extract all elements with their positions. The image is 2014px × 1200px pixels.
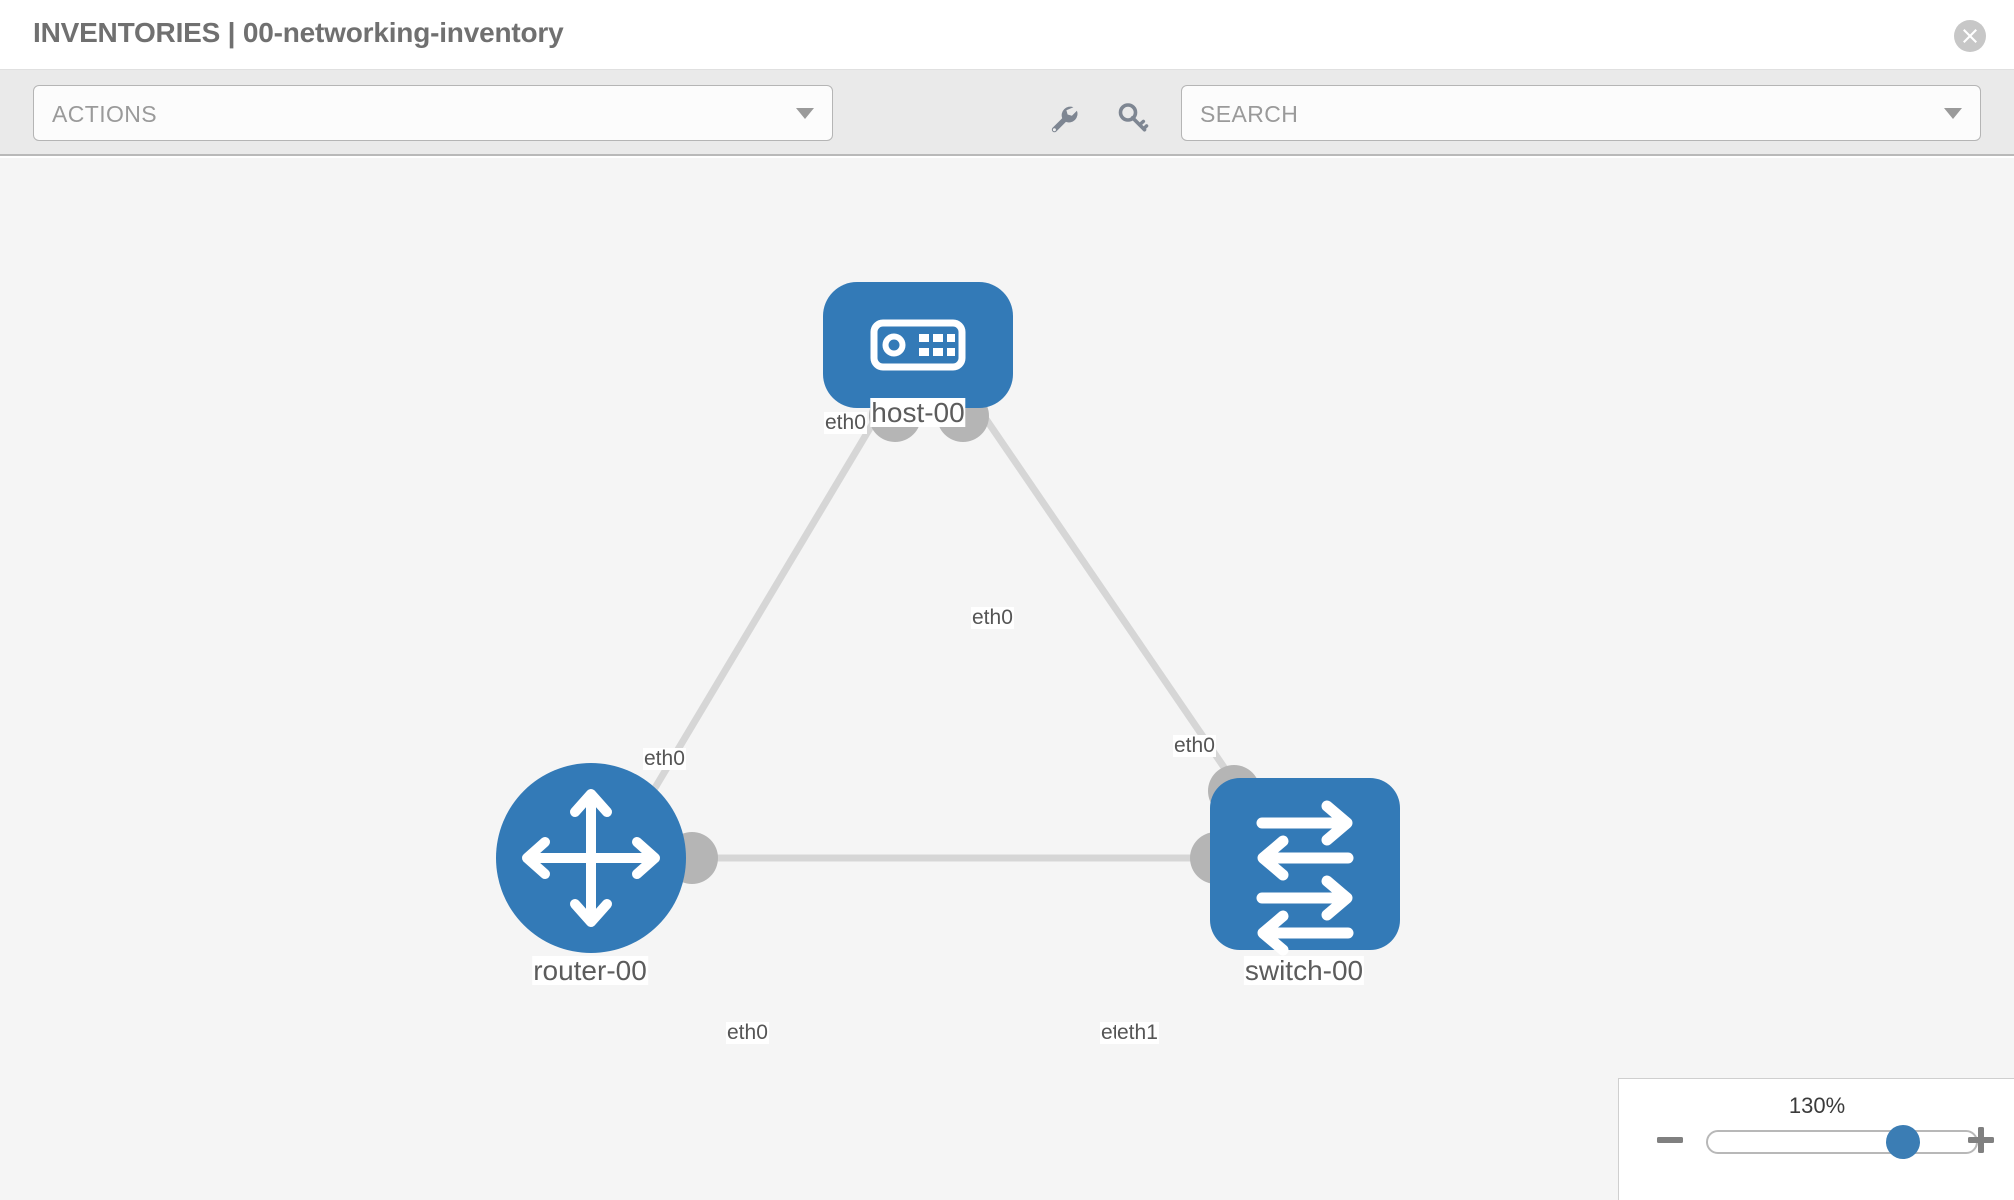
actions-dropdown[interactable]: ACTIONS: [33, 85, 833, 141]
plus-icon[interactable]: [1964, 1123, 1998, 1157]
app-header: INVENTORIES | 00-networking-inventory: [0, 0, 2014, 70]
topology-graph[interactable]: [0, 158, 2014, 1200]
zoom-slider-thumb[interactable]: [1886, 1125, 1920, 1159]
search-input[interactable]: [1200, 98, 1900, 130]
iface-label-switch00-to-router00[interactable]: eth1: [1116, 1021, 1159, 1045]
plus-glyph: [1968, 1127, 1994, 1153]
topology-canvas[interactable]: host-00 router-00 switch-00 eth0 eth0 et…: [0, 158, 2014, 1200]
page-title: INVENTORIES | 00-networking-inventory: [33, 17, 564, 48]
iface-label-router00-to-switch00[interactable]: eth0: [726, 1021, 769, 1045]
minus-icon[interactable]: [1653, 1123, 1687, 1157]
iface-label-router00-from-host00[interactable]: eth0: [643, 747, 686, 771]
switch-arrows-icon: [1256, 800, 1354, 956]
node-switch-00[interactable]: [1210, 778, 1400, 956]
node-label-host-00[interactable]: host-00: [870, 397, 966, 428]
iface-label-switch00-from-host00[interactable]: eth0: [1173, 734, 1216, 758]
wrench-glyph: [1051, 106, 1078, 133]
key-glyph: [1118, 103, 1149, 132]
iface-label-host00-to-router00[interactable]: eth0: [824, 411, 867, 435]
link-host00-router00[interactable]: [636, 401, 889, 815]
minus-glyph: [1657, 1137, 1683, 1143]
server-icon: [870, 319, 966, 371]
key-icon[interactable]: [1113, 98, 1153, 138]
node-router-00[interactable]: [496, 763, 686, 953]
actions-dropdown-label: ACTIONS: [52, 101, 158, 127]
node-label-switch-00[interactable]: switch-00: [1243, 955, 1365, 986]
router-arrows-icon: [522, 789, 660, 927]
close-x-glyph: [1963, 29, 1977, 43]
chevron-down-icon: [1944, 108, 1962, 119]
zoom-slider[interactable]: [1706, 1130, 1978, 1154]
wrench-icon[interactable]: [1043, 98, 1083, 138]
iface-label-host00-to-switch00[interactable]: eth0: [971, 606, 1014, 630]
zoom-level-label: 130%: [1788, 1093, 1846, 1118]
node-host-00[interactable]: [823, 282, 1013, 408]
chevron-down-icon: [796, 108, 814, 119]
zoom-control: 130%: [1618, 1078, 2014, 1200]
topology-links: [636, 401, 1248, 862]
link-host00-switch00[interactable]: [972, 401, 1248, 800]
search-dropdown[interactable]: [1181, 85, 1981, 141]
close-icon[interactable]: [1954, 20, 1986, 52]
topology-ports: [666, 390, 1260, 884]
node-label-router-00[interactable]: router-00: [532, 955, 648, 986]
toolbar: ACTIONS: [0, 70, 2014, 156]
